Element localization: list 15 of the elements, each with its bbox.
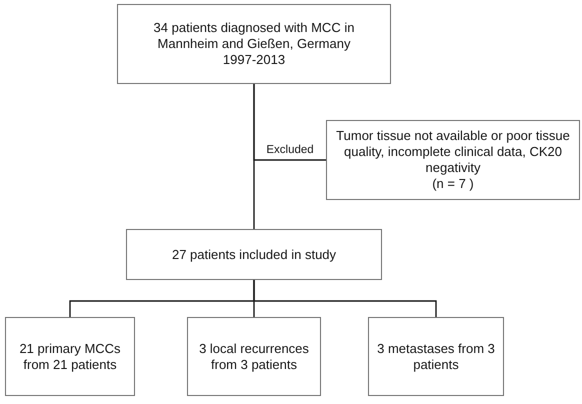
- flow-box: [368, 317, 504, 396]
- flow-box: [187, 317, 321, 396]
- connector-line: [253, 280, 437, 317]
- box-text: 3 metastases from 3 patients: [376, 340, 496, 372]
- flow-box: [117, 4, 391, 84]
- flow-box: [5, 317, 135, 396]
- box-text: (n = 7 ): [432, 176, 474, 192]
- box-text: 3 local recurrences from 3 patients: [198, 340, 310, 372]
- flow-box: [326, 120, 580, 200]
- flow-box: [126, 229, 382, 280]
- box-text: 27 patients included in study: [172, 246, 336, 262]
- box-text: 21 primary MCCs from 21 patients: [18, 340, 122, 372]
- connector-line: [253, 84, 326, 161]
- box-text: Tumor tissue not available or poor tissue quality, incomplete clinical data, CK20 negativity: [335, 128, 571, 176]
- box-text: 34 patients diagnosed with MCC in Mannheim and Gießen, Germany 1997-2013: [152, 20, 356, 68]
